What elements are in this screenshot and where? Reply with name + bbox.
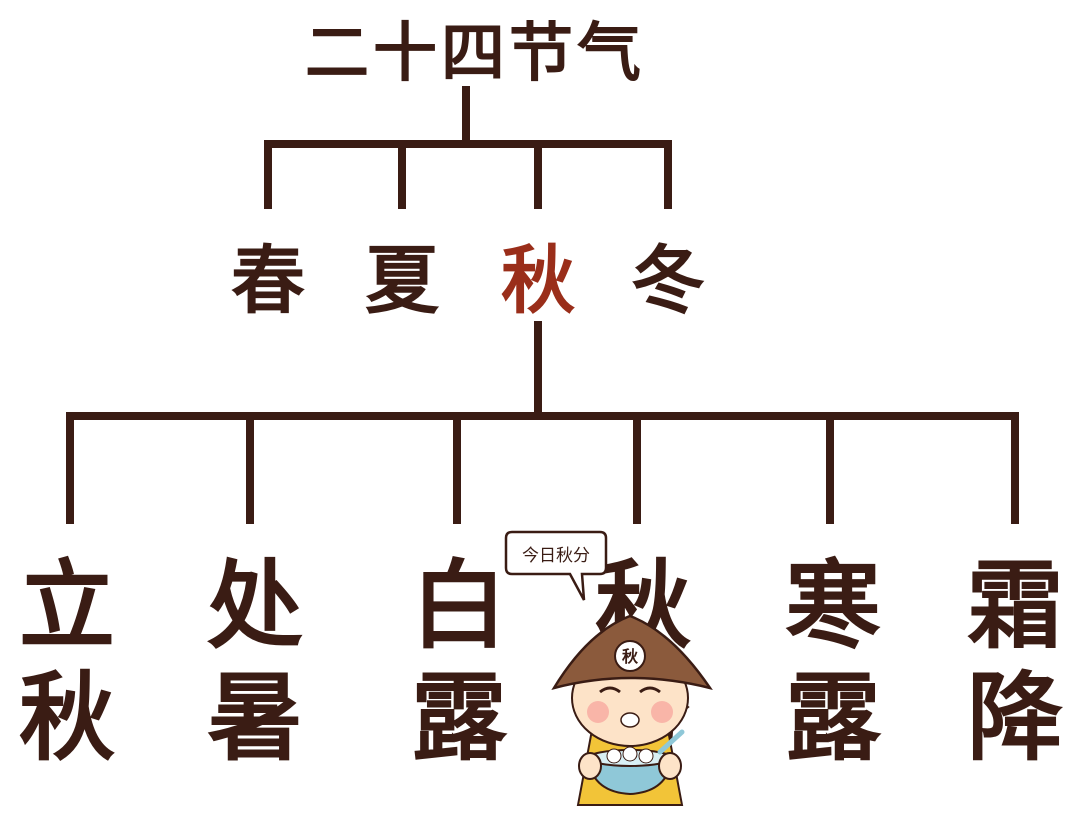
term-hanlu-char-2: 露 <box>785 662 881 774</box>
term-hanlu-char-1: 寒 <box>785 550 881 662</box>
autumn-mascot-illustration: 今日秋分 秋 <box>504 530 713 806</box>
term-liqiu: 立 秋 <box>12 550 122 774</box>
term-liqiu-char-1: 立 <box>19 550 115 662</box>
term-liqiu-char-2: 秋 <box>19 662 115 774</box>
term-bailu-char-1: 白 <box>411 550 507 662</box>
season-winter: 冬 <box>631 238 705 324</box>
root-title: 二十四节气 <box>305 17 645 91</box>
term-shuangjiang-char-2: 降 <box>967 662 1063 774</box>
speech-bubble-text: 今日秋分 <box>522 546 590 566</box>
term-chushu-char-1: 处 <box>207 550 303 662</box>
season-spring: 春 <box>231 238 305 324</box>
term-bailu-char-2: 露 <box>411 662 507 774</box>
term-shuangjiang-char-1: 霜 <box>967 550 1063 662</box>
term-chushu: 处 暑 <box>200 550 310 774</box>
term-hanlu: 寒 露 <box>778 550 888 774</box>
hat-badge <box>614 640 646 672</box>
season-autumn: 秋 <box>501 238 575 324</box>
speech-bubble: 今日秋分 <box>504 530 608 601</box>
season-summer: 夏 <box>365 238 439 324</box>
term-bailu: 白 露 <box>404 550 514 774</box>
term-chushu-char-2: 暑 <box>207 662 303 774</box>
term-shuangjiang: 霜 降 <box>960 550 1070 774</box>
hat-badge-text: 秋 <box>622 647 639 666</box>
